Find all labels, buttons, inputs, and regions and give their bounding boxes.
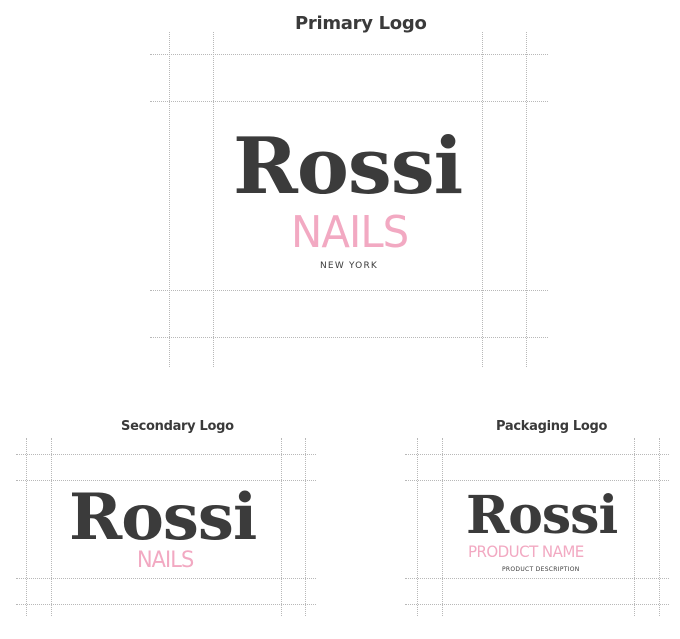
- secondary-logo-heading: Secondary Logo: [121, 419, 234, 434]
- packaging-product-description: PRODUCT DESCRIPTION: [502, 566, 580, 573]
- primary-location: NEW YORK: [320, 261, 379, 271]
- secondary-subline: NAILS: [137, 548, 194, 573]
- primary-subline: NAILS: [291, 207, 409, 258]
- packaging-logo-heading: Packaging Logo: [496, 419, 608, 434]
- secondary-wordmark: Rossi: [69, 480, 257, 555]
- packaging-product-name: PRODUCT NAME: [468, 542, 584, 561]
- primary-wordmark: Rossi: [233, 121, 463, 212]
- packaging-wordmark: Rossi: [466, 485, 618, 546]
- primary-logo-heading: Primary Logo: [295, 13, 427, 34]
